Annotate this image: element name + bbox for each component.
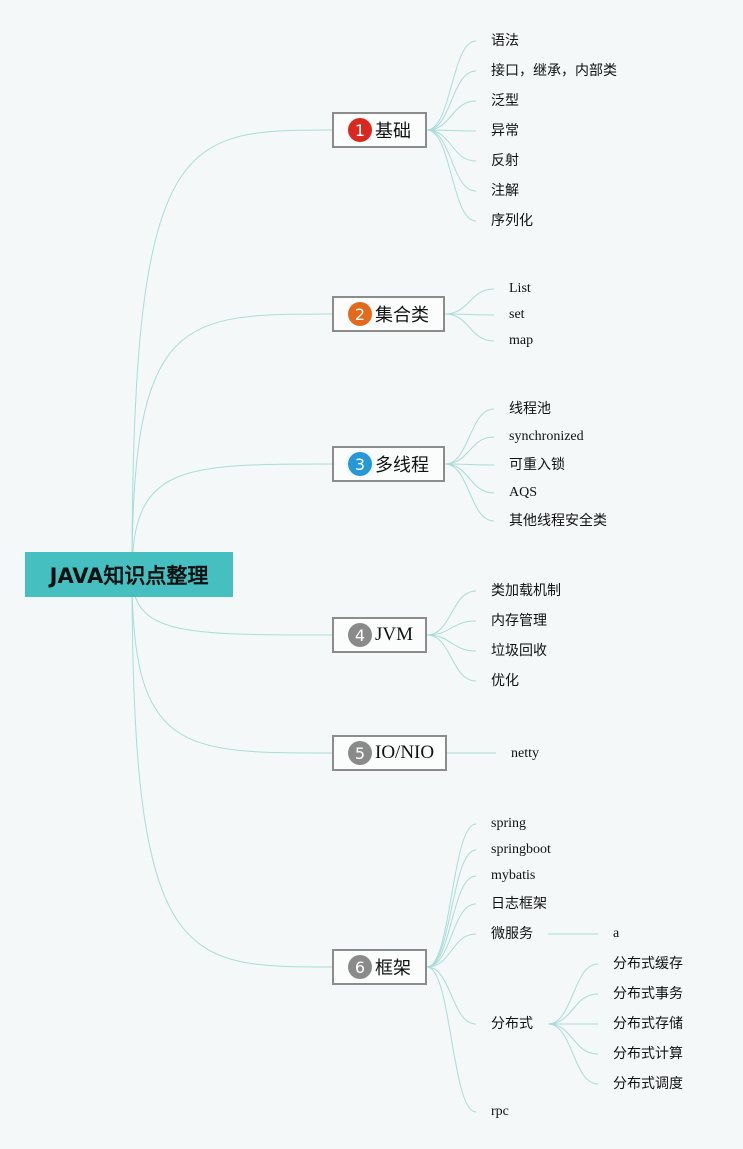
connector-line [426,634,477,652]
connector-line [547,1023,599,1085]
branch-label: 基础 [375,121,411,142]
connector-line [444,463,495,494]
connector-line [131,573,333,968]
leaf-node[interactable]: 序列化 [491,213,533,229]
leaf-node[interactable]: rpc [491,1104,509,1119]
connector-line [131,129,333,575]
leaf-node[interactable]: spring [491,816,526,831]
leaf-node[interactable]: 内存管理 [491,613,547,629]
sub-leaf-node[interactable]: 分布式计算 [613,1046,683,1062]
leaf-node[interactable]: set [509,307,525,322]
branch-node-collections[interactable]: 2 集合类 [332,296,445,332]
connector-line [426,933,477,968]
connector-line [426,849,477,968]
branch-node-multithreading[interactable]: 3 多线程 [332,446,445,482]
connector-line [131,463,333,575]
connector-line [547,993,599,1025]
branch-node-framework[interactable]: 6 框架 [332,949,427,985]
connector-line [426,100,477,131]
branch-label: 多线程 [375,455,429,476]
leaf-node[interactable]: 其他线程安全类 [509,513,607,529]
connector-line [426,620,477,636]
connector-line [131,573,333,754]
branch-node-io[interactable]: 5 IO/NIO [332,735,447,771]
connector-line [426,966,477,1113]
sub-leaf-node[interactable]: 分布式调度 [613,1076,683,1092]
number-5-badge-icon: 5 [348,741,372,765]
leaf-node[interactable]: 泛型 [491,93,519,109]
sub-leaf-node[interactable]: 分布式事务 [613,986,683,1002]
leaf-node[interactable]: synchronized [509,429,584,444]
connector-line [426,129,477,162]
number-2-badge-icon: 2 [348,302,372,326]
leaf-node[interactable]: 优化 [491,673,519,689]
leaf-node[interactable]: 类加载机制 [491,583,561,599]
leaf-node[interactable]: 接口，继承，内部类 [491,63,617,79]
connector-line [426,634,477,682]
connector-line [426,966,477,1025]
leaf-node[interactable]: AQS [509,485,538,500]
leaf-node[interactable]: 可重入锁 [509,457,565,473]
connector-line [444,288,495,315]
connector-line [444,463,495,466]
connector-line [426,903,477,968]
leaf-node[interactable]: 异常 [491,123,519,139]
connector-line [444,463,495,522]
leaf-node[interactable]: 微服务 [491,926,533,942]
branch-label: JVM [375,624,414,645]
leaf-node[interactable]: List [509,281,531,296]
branch-label: 集合类 [375,305,429,326]
root-node[interactable]: JAVA知识点整理 [25,552,233,597]
leaf-node[interactable]: 反射 [491,153,519,169]
connector-line [444,436,495,465]
connector-line [426,590,477,636]
number-3-badge-icon: 3 [348,452,372,476]
connector-line [131,313,333,575]
connector-line [547,963,599,1025]
sub-leaf-node[interactable]: 分布式缓存 [613,956,683,972]
connector-line [426,875,477,968]
connector-line [426,70,477,131]
connector-line [444,408,495,465]
branch-node-jvm[interactable]: 4 JVM [332,617,427,653]
leaf-node[interactable]: 语法 [491,33,519,49]
root-label: JAVA知识点整理 [49,563,209,588]
leaf-node[interactable]: 垃圾回收 [491,643,547,659]
number-1-badge-icon: 1 [348,118,372,142]
sub-leaf-node[interactable]: 分布式存储 [613,1016,683,1032]
branch-label: 框架 [375,958,411,979]
leaf-node[interactable]: 日志框架 [491,896,547,912]
connector-line [426,129,477,132]
branch-label: IO/NIO [375,742,435,763]
connector-line [426,823,477,968]
branch-node-basics[interactable]: 1 基础 [332,112,427,148]
number-4-badge-icon: 4 [348,623,372,647]
leaf-node[interactable]: 注解 [491,183,519,199]
leaf-node[interactable]: map [509,333,534,348]
connector-line [444,313,495,342]
number-6-badge-icon: 6 [348,955,372,979]
leaf-node[interactable]: 分布式 [491,1016,533,1032]
connector-line [426,40,477,131]
connector-line [426,129,477,192]
leaf-node[interactable]: mybatis [491,868,536,883]
leaf-node[interactable]: springboot [491,842,551,857]
leaf-node[interactable]: netty [511,746,539,761]
leaf-node[interactable]: 线程池 [509,401,551,417]
sub-leaf-node[interactable]: a [613,926,620,941]
connector-line [547,1023,599,1055]
connector-line [426,129,477,222]
